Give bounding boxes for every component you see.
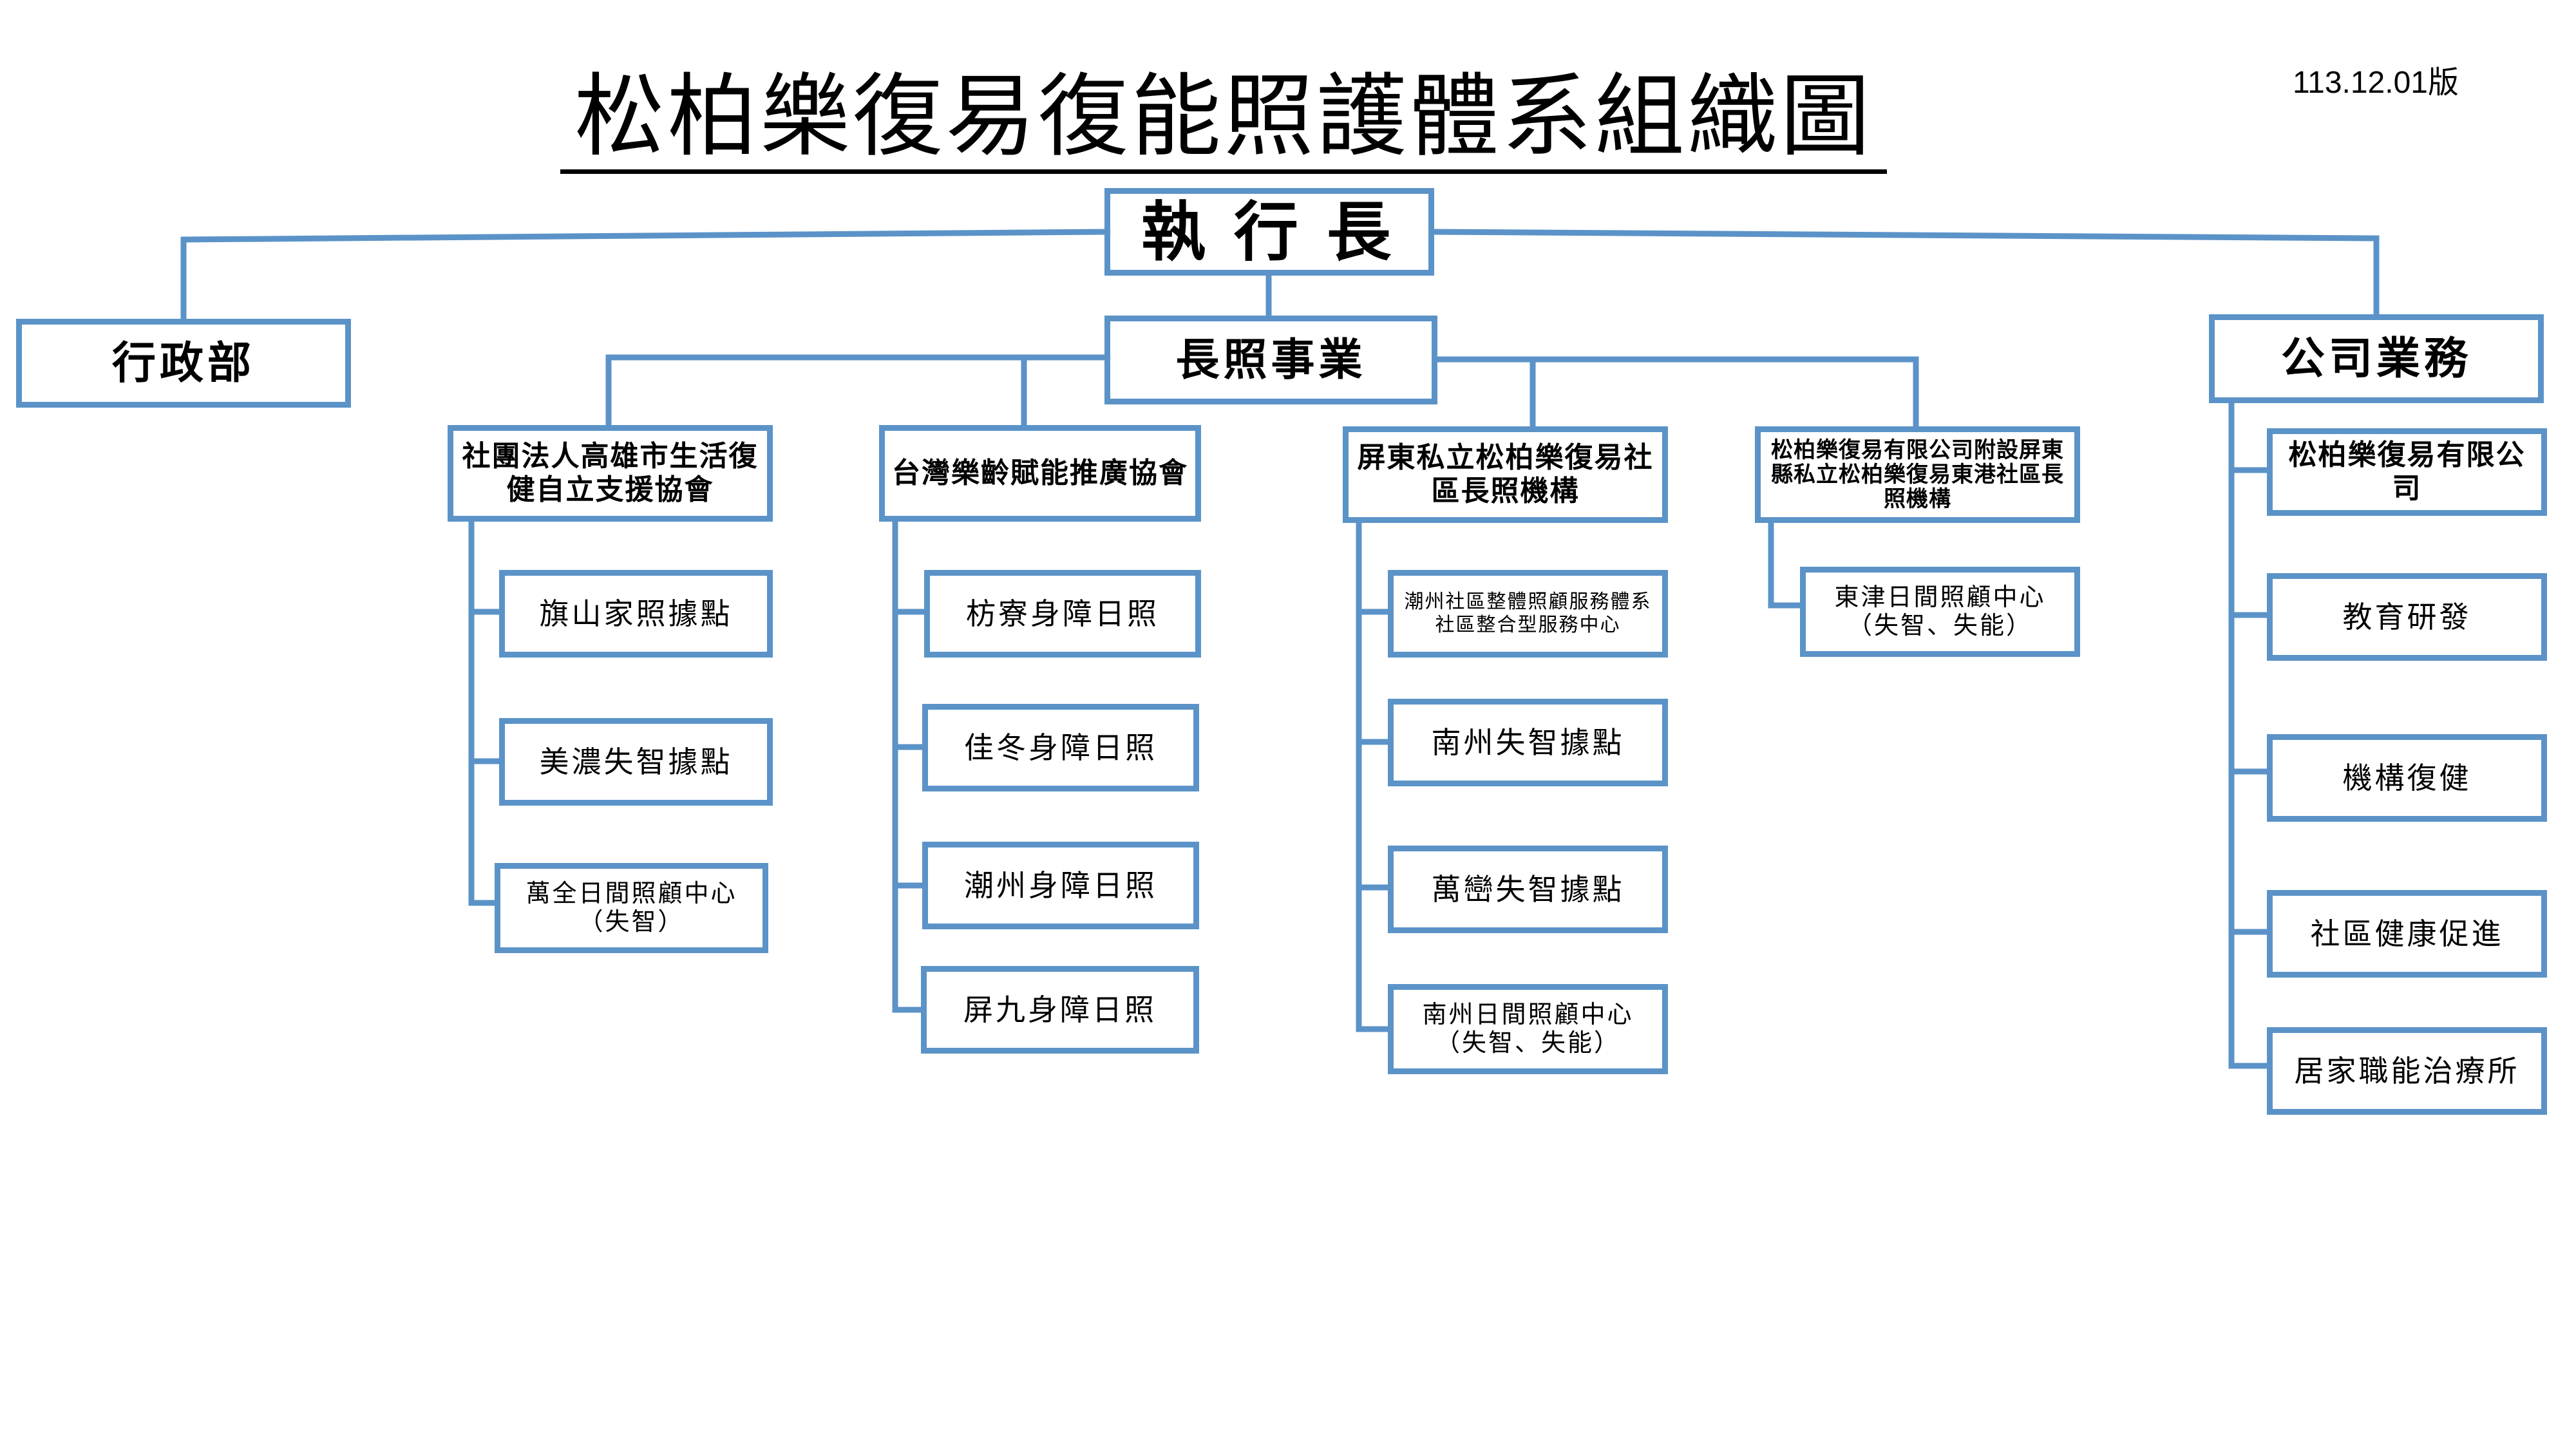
service-unit-box: 南州失智據點 bbox=[1388, 699, 1668, 786]
ltc-org-name: 社團法人高雄市生活復健自立支援協會 bbox=[462, 440, 759, 506]
service-unit-label: 萬全日間照顧中心（失智） bbox=[526, 879, 737, 936]
company-unit-label: 機構復健 bbox=[2342, 760, 2472, 795]
company-unit-label: 社區健康促進 bbox=[2310, 916, 2504, 951]
service-unit-box: 萬巒失智據點 bbox=[1388, 846, 1668, 933]
admin-label: 行政部 bbox=[111, 337, 255, 389]
company-unit-label: 居家職能治療所 bbox=[2294, 1053, 2520, 1088]
service-unit-label: 屏九身障日照 bbox=[963, 992, 1157, 1027]
service-unit-label: 潮州社區整體照顧服務體系社區整合型服務中心 bbox=[1404, 591, 1652, 636]
ceo-box: 執行長 bbox=[1104, 188, 1434, 276]
service-unit-label: 佳冬身障日照 bbox=[964, 730, 1157, 765]
service-unit-label: 枋寮身障日照 bbox=[966, 596, 1159, 631]
service-unit-label: 南州失智據點 bbox=[1431, 724, 1625, 760]
ltc-org-name: 屏東私立松柏樂復易社區長照機構 bbox=[1357, 441, 1654, 507]
ltc-box: 長照事業 bbox=[1104, 316, 1437, 404]
company-unit-box: 社區健康促進 bbox=[2267, 890, 2547, 978]
service-unit-box: 美濃失智據點 bbox=[499, 718, 773, 806]
ltc-org-box: 松柏樂復易有限公司附設屏東縣私立松柏樂復易東港社區長照機構 bbox=[1755, 426, 2080, 523]
company-unit-box: 松柏樂復易有限公司 bbox=[2267, 428, 2547, 516]
company-unit-box: 機構復健 bbox=[2267, 734, 2547, 822]
connector-ceo-admin bbox=[180, 229, 1108, 322]
version-label: 113.12.01版 bbox=[2293, 66, 2459, 100]
service-unit-label: 萬巒失智據點 bbox=[1431, 871, 1625, 907]
company-label: 公司業務 bbox=[2280, 332, 2472, 384]
ltc-label: 長照事業 bbox=[1175, 334, 1367, 386]
page-title: 松柏樂復易復能照護體系組織圖 bbox=[560, 64, 1887, 174]
ltc-org-box: 屏東私立松柏樂復易社區長照機構 bbox=[1343, 426, 1668, 523]
service-unit-label: 潮州身障日照 bbox=[964, 867, 1157, 903]
service-unit-box: 旗山家照據點 bbox=[499, 570, 773, 658]
service-unit-box: 東津日間照顧中心（失智、失能） bbox=[1800, 567, 2080, 657]
service-unit-box: 枋寮身障日照 bbox=[924, 570, 1201, 658]
connector-ceo-company bbox=[1430, 229, 2380, 317]
service-unit-label: 南州日間照顧中心（失智、失能） bbox=[1422, 1000, 1634, 1057]
ltc-org-box: 社團法人高雄市生活復健自立支援協會 bbox=[448, 425, 773, 522]
ltc-org-name: 台灣樂齡賦能推廣協會 bbox=[892, 457, 1188, 490]
connector-group bbox=[180, 229, 2380, 1069]
company-unit-box: 教育研發 bbox=[2267, 573, 2547, 661]
ceo-label: 執行長 bbox=[1141, 194, 1419, 270]
company-unit-box: 居家職能治療所 bbox=[2267, 1027, 2547, 1115]
connector-org4-unit1 bbox=[1768, 517, 1803, 609]
service-unit-box: 屏九身障日照 bbox=[921, 966, 1199, 1054]
service-unit-box: 萬全日間照顧中心（失智） bbox=[495, 863, 768, 953]
service-unit-box: 潮州社區整體照顧服務體系社區整合型服務中心 bbox=[1388, 570, 1668, 658]
admin-box: 行政部 bbox=[16, 319, 351, 408]
service-unit-label: 東津日間照顧中心（失智、失能） bbox=[1834, 583, 2046, 639]
ltc-org-name: 松柏樂復易有限公司附設屏東縣私立松柏樂復易東港社區長照機構 bbox=[1771, 437, 2064, 513]
service-unit-box: 佳冬身障日照 bbox=[922, 704, 1199, 791]
company-box: 公司業務 bbox=[2209, 314, 2544, 403]
company-unit-label: 松柏樂復易有限公司 bbox=[2288, 439, 2526, 505]
ltc-org-box: 台灣樂齡賦能推廣協會 bbox=[879, 425, 1201, 522]
service-unit-label: 旗山家照據點 bbox=[539, 596, 733, 631]
service-unit-box: 南州日間照顧中心（失智、失能） bbox=[1388, 984, 1668, 1074]
company-unit-label: 教育研發 bbox=[2342, 599, 2472, 634]
service-unit-label: 美濃失智據點 bbox=[539, 744, 733, 779]
service-unit-box: 潮州身障日照 bbox=[922, 842, 1199, 929]
